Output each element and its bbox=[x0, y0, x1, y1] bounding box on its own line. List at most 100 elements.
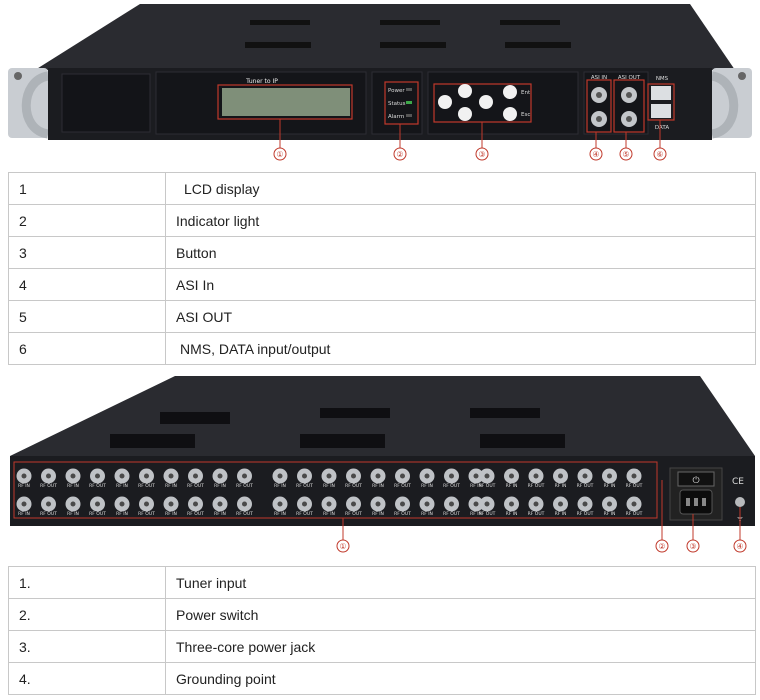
indicator-power-label: Power bbox=[388, 88, 405, 94]
chassis-top bbox=[35, 4, 735, 70]
rf-connector-pin bbox=[449, 473, 454, 479]
rf-port-label: RF OUT bbox=[479, 483, 496, 489]
rf-connector-pin bbox=[375, 501, 381, 507]
table-row: 1.Tuner input bbox=[8, 566, 756, 599]
rf-connector-pin bbox=[533, 501, 539, 507]
row-description: LCD display bbox=[165, 172, 756, 205]
rf-port-label: RF IN bbox=[274, 483, 286, 489]
handle-left bbox=[21, 71, 50, 139]
rf-connector-pin bbox=[326, 473, 332, 479]
row-description: Button bbox=[165, 236, 756, 269]
callout-box-1 bbox=[217, 84, 353, 120]
power-switch[interactable] bbox=[677, 471, 715, 487]
rf-connector-pin bbox=[242, 473, 247, 479]
rf-port-label: RF IN bbox=[604, 511, 616, 517]
rf-port-label: RF OUT bbox=[296, 483, 313, 489]
button-left[interactable] bbox=[438, 95, 452, 109]
indicator-status-label: Status bbox=[388, 101, 406, 107]
rf-connector-pin bbox=[375, 473, 381, 479]
rf-connector-pin bbox=[484, 501, 490, 507]
rf-port-label: RF IN bbox=[372, 511, 384, 517]
row-description: Tuner input bbox=[165, 566, 756, 599]
rf-port-label: RF OUT bbox=[236, 511, 253, 517]
row-description: ASI OUT bbox=[165, 300, 756, 333]
rf-port-label: RF IN bbox=[116, 511, 128, 517]
rf-port-label: RF OUT bbox=[89, 511, 106, 517]
callout-1: ① bbox=[276, 150, 283, 159]
row-description: Grounding point bbox=[165, 662, 756, 695]
button-up[interactable] bbox=[458, 84, 472, 98]
rf-connector-pin bbox=[582, 473, 588, 479]
row-number: 5 bbox=[8, 300, 166, 333]
row-number: 4. bbox=[8, 662, 166, 695]
rear-callout-2: ② bbox=[658, 542, 665, 551]
rf-port-label: RF OUT bbox=[296, 511, 313, 517]
rear-callout-1: ① bbox=[339, 542, 346, 551]
rf-port-label: RF OUT bbox=[394, 511, 411, 517]
rf-connector-pin bbox=[119, 473, 125, 479]
rf-port-label: RF IN bbox=[67, 511, 79, 517]
rf-connector-pin bbox=[631, 473, 637, 479]
callout-box-4 bbox=[586, 79, 612, 133]
button-right[interactable] bbox=[479, 95, 493, 109]
callout-markers bbox=[273, 147, 667, 161]
row-description: Power switch bbox=[165, 598, 756, 631]
rf-connector-pin bbox=[631, 501, 637, 507]
callout-box-6 bbox=[647, 83, 675, 121]
rear-face bbox=[10, 456, 755, 526]
rf-port-label: RF IN bbox=[470, 483, 482, 489]
button-panel bbox=[427, 71, 579, 135]
rf-port-label: RF IN bbox=[506, 511, 518, 517]
rf-port-label: RF OUT bbox=[577, 511, 594, 517]
rf-connector-pin bbox=[607, 473, 612, 479]
row-number: 2. bbox=[8, 598, 166, 631]
rf-port-label: RF IN bbox=[323, 511, 335, 517]
button-down[interactable] bbox=[458, 107, 472, 121]
button-ent[interactable] bbox=[503, 85, 517, 99]
asi-in-label: ASI IN bbox=[591, 75, 607, 81]
button-ent-label: Ent bbox=[521, 90, 531, 96]
rf-connector-pin bbox=[326, 501, 332, 507]
rf-port-label: RF IN bbox=[555, 511, 567, 517]
lcd-screen bbox=[222, 88, 350, 116]
button-esc[interactable] bbox=[503, 107, 517, 121]
rf-port-label: RF IN bbox=[470, 511, 482, 517]
row-description: ASI In bbox=[165, 268, 756, 301]
rf-port-label: RF IN bbox=[116, 483, 128, 489]
rf-connector-pin bbox=[21, 473, 27, 479]
rf-connector-pin bbox=[400, 473, 405, 479]
rf-port-label: RF OUT bbox=[626, 511, 643, 517]
callout-box-2 bbox=[384, 81, 419, 125]
rf-connector-pin bbox=[558, 473, 563, 479]
rf-port-label: RF OUT bbox=[187, 483, 204, 489]
callout-6: ⑥ bbox=[656, 150, 663, 159]
rf-port-label: RF IN bbox=[274, 511, 286, 517]
rf-port-label: RF IN bbox=[18, 483, 30, 489]
led-status bbox=[406, 101, 412, 104]
rf-port-label: RF IN bbox=[372, 483, 384, 489]
rf-connector-pin bbox=[277, 473, 283, 479]
rf-connector-pin bbox=[95, 501, 100, 507]
front-panel-photo: Tuner to IP Power Status Alarm Ent Esc A… bbox=[8, 4, 752, 161]
rf-port-label: RF OUT bbox=[528, 483, 545, 489]
rf-connector-pin bbox=[144, 501, 149, 507]
callout-leaders bbox=[279, 119, 661, 148]
rf-port-label: RF OUT bbox=[236, 483, 253, 489]
rf-connector-pin bbox=[607, 501, 612, 507]
lcd-title: Tuner to IP bbox=[245, 78, 278, 85]
rf-port-label: RF OUT bbox=[443, 511, 460, 517]
rf-connector-pin bbox=[582, 501, 588, 507]
rf-port-label: RF IN bbox=[214, 483, 226, 489]
led-power bbox=[406, 88, 412, 91]
rf-port-label: RF IN bbox=[604, 483, 616, 489]
rf-connector-pin bbox=[473, 473, 479, 479]
button-esc-label: Esc bbox=[521, 112, 530, 118]
rf-connector-pin bbox=[351, 501, 356, 507]
rf-port-label: RF IN bbox=[506, 483, 518, 489]
rf-connector-pin bbox=[217, 501, 223, 507]
nms-port bbox=[651, 86, 671, 100]
indicator-alarm-label: Alarm bbox=[388, 114, 404, 120]
rf-port-label: RF OUT bbox=[138, 483, 155, 489]
